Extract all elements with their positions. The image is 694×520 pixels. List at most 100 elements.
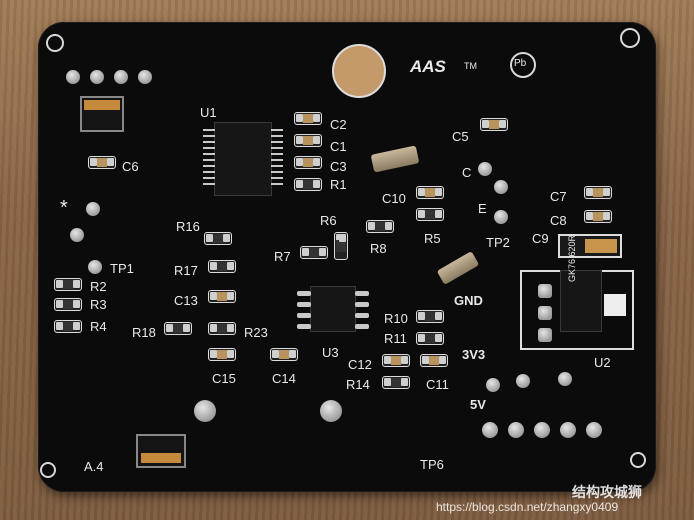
label-c14: C14 xyxy=(272,371,296,386)
u2-pin-2 xyxy=(538,306,552,320)
tp6-pin-2 xyxy=(508,422,524,438)
res-r14 xyxy=(382,376,410,389)
cap-c10 xyxy=(416,186,444,199)
label-c12: C12 xyxy=(348,357,372,372)
chip-u1 xyxy=(203,122,283,196)
label-r23: R23 xyxy=(244,325,268,340)
large-center-hole xyxy=(332,44,386,98)
cap-c6 xyxy=(88,156,116,169)
pad-5v-a xyxy=(486,378,500,392)
label-star: * xyxy=(60,197,68,219)
cap-c1 xyxy=(294,134,322,147)
tp6-pin-5 xyxy=(586,422,602,438)
label-c13: C13 xyxy=(174,293,198,308)
mounting-hole-top-left xyxy=(46,34,64,52)
tp6-pin-3 xyxy=(534,422,550,438)
label-gnd: GND xyxy=(454,293,483,308)
regulator-u2 xyxy=(560,270,602,332)
header-pad-3 xyxy=(114,70,128,84)
solder-pad-left xyxy=(194,400,216,422)
label-c2: C2 xyxy=(330,117,347,132)
testpoint-pad-tp1 xyxy=(88,260,102,274)
res-r7 xyxy=(300,246,328,259)
label-tp6: TP6 xyxy=(420,457,444,472)
cap-c14 xyxy=(270,348,298,361)
res-r11 xyxy=(416,332,444,345)
testpoint-pad-tp2 xyxy=(494,210,508,224)
res-r8 xyxy=(366,220,394,233)
label-tp2: TP2 xyxy=(486,235,510,250)
pb-free-icon xyxy=(510,52,536,78)
regulator-u2-tab xyxy=(604,294,626,316)
star-pad-1 xyxy=(86,202,100,216)
res-r6 xyxy=(334,232,348,260)
label-r11: R11 xyxy=(384,331,407,346)
tp6-pin-4 xyxy=(560,422,576,438)
pb-free-label: Pb xyxy=(514,58,527,69)
mounting-hole-top-right xyxy=(620,28,640,48)
label-a4: A.4 xyxy=(84,459,104,474)
diode-top-left xyxy=(80,96,124,132)
u2-pin-1 xyxy=(538,284,552,298)
tantalum-cap-c9 xyxy=(558,234,622,258)
res-r23 xyxy=(208,322,236,335)
label-c3: C3 xyxy=(330,159,347,174)
label-c-pin: C xyxy=(462,165,472,180)
mounting-hole-bottom-left xyxy=(40,462,56,478)
res-r5 xyxy=(416,208,444,221)
header-pad-4 xyxy=(138,70,152,84)
header-pad-1 xyxy=(66,70,80,84)
label-v33: 3V3 xyxy=(462,347,486,362)
cap-c12 xyxy=(382,354,410,367)
res-r4 xyxy=(54,320,82,333)
star-pad-2 xyxy=(70,228,84,242)
label-c5: C5 xyxy=(452,129,469,144)
watermark-brand: 结构攻城狮 xyxy=(572,484,642,500)
label-r5: R5 xyxy=(424,231,441,246)
solder-pad-center xyxy=(320,400,342,422)
pcb-board: AAS TM Pb U1 C2 C1 C3 R1 C5 C6 C E C10 R… xyxy=(38,22,656,492)
label-r6: R6 xyxy=(320,213,337,228)
label-tp1: TP1 xyxy=(110,261,134,276)
label-c1: C1 xyxy=(330,139,347,154)
label-u2: U2 xyxy=(594,355,611,370)
label-c11: C11 xyxy=(426,377,449,392)
header-pad-2 xyxy=(90,70,104,84)
label-r2: R2 xyxy=(90,279,107,294)
mounting-hole-bottom-right xyxy=(630,452,646,468)
watermark-url: https://blog.csdn.net/zhangxy0409 xyxy=(436,500,619,514)
label-c8: C8 xyxy=(550,213,567,228)
u2-pin-3 xyxy=(538,328,552,342)
cap-c13 xyxy=(208,290,236,303)
cap-c7 xyxy=(584,186,612,199)
label-u3: U3 xyxy=(322,345,339,360)
label-e-pin: E xyxy=(478,201,487,216)
res-r17 xyxy=(208,260,236,273)
label-r18: R18 xyxy=(132,325,156,340)
cap-c2 xyxy=(294,112,322,125)
tm-mark: TM xyxy=(464,61,477,71)
aas-logo: AAS xyxy=(410,57,446,76)
bent-lead-top xyxy=(370,145,420,173)
label-r8: R8 xyxy=(370,241,387,256)
label-c9: C9 xyxy=(532,231,549,246)
label-r3: R3 xyxy=(90,297,107,312)
transistor-pad-c xyxy=(478,162,492,176)
cap-c15 xyxy=(208,348,236,361)
label-r16: R16 xyxy=(176,219,200,234)
pad-5v-b xyxy=(516,374,530,388)
label-r17: R17 xyxy=(174,263,198,278)
label-c10: C10 xyxy=(382,191,406,206)
res-r16 xyxy=(204,232,232,245)
res-r2 xyxy=(54,278,82,291)
label-r7: R7 xyxy=(274,249,291,264)
res-r18 xyxy=(164,322,192,335)
label-r4: R4 xyxy=(90,319,107,334)
res-r3 xyxy=(54,298,82,311)
cap-c8 xyxy=(584,210,612,223)
label-r10: R10 xyxy=(384,311,408,326)
cap-c5 xyxy=(480,118,508,131)
transistor-pad-b xyxy=(494,180,508,194)
bottom-connector xyxy=(136,434,186,468)
res-r10 xyxy=(416,310,444,323)
